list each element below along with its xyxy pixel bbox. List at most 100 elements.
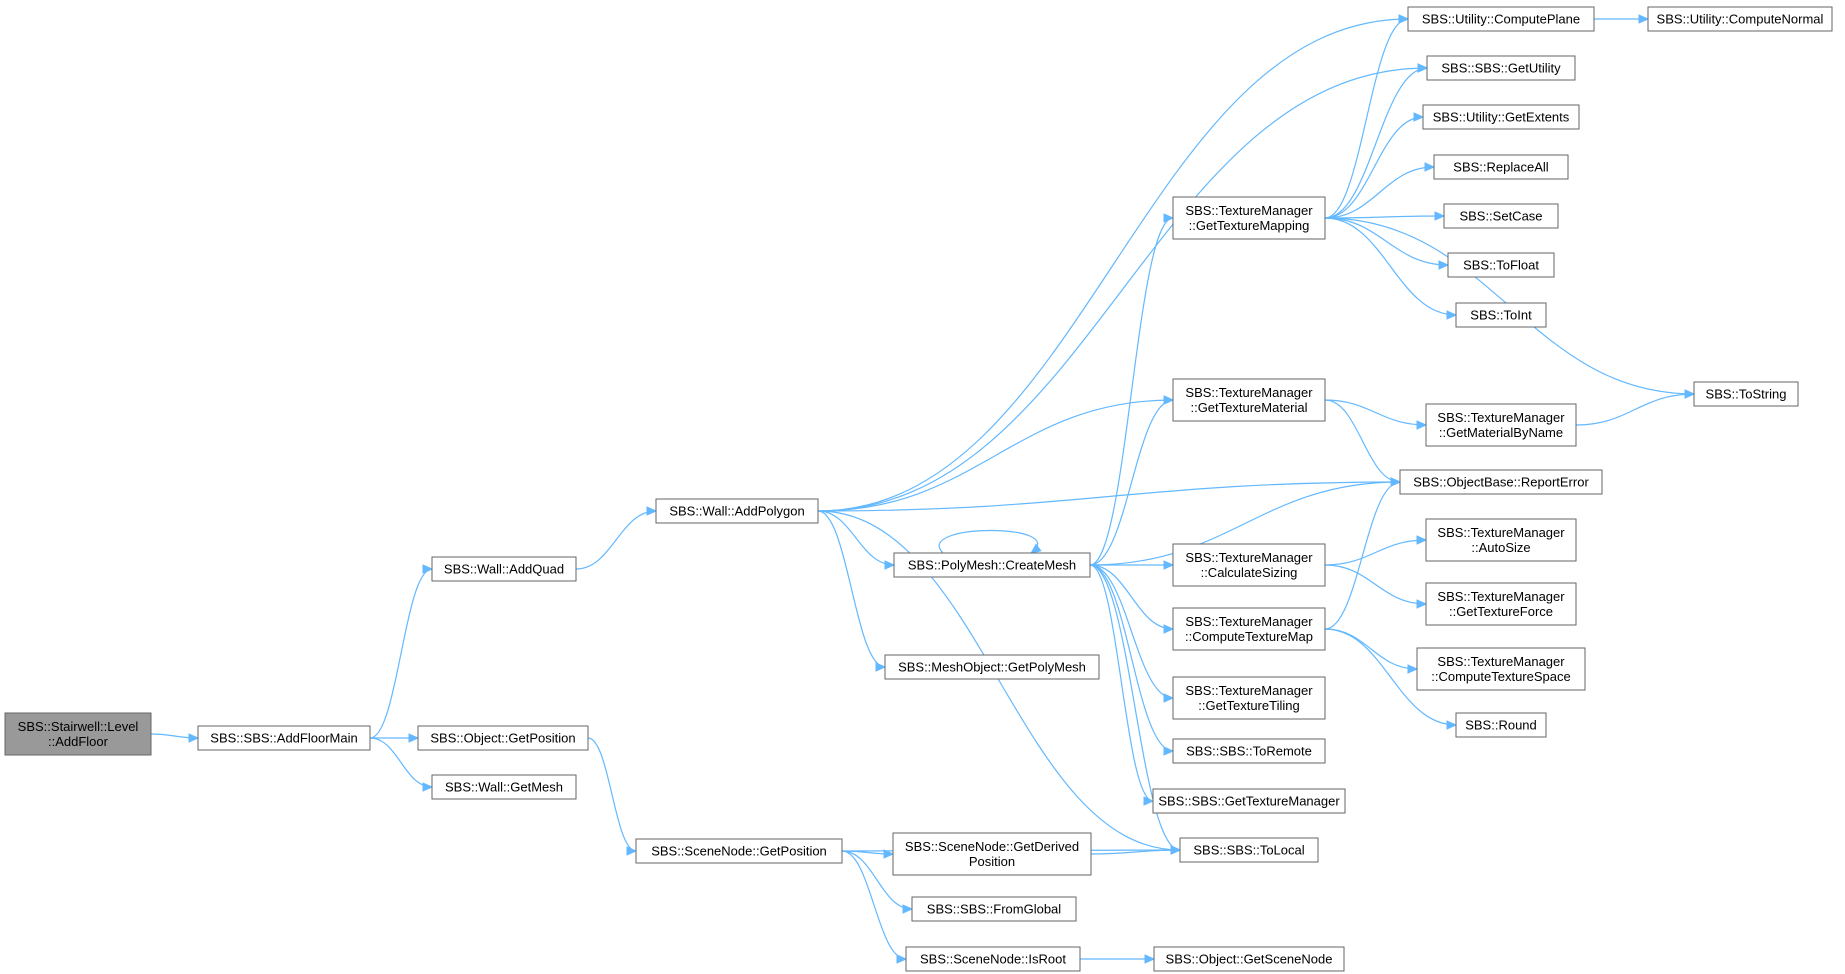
graph-node-n30[interactable]: SBS::ObjectBase::ReportError xyxy=(1399,469,1603,495)
graph-node-n2[interactable]: SBS::SBS::AddFloorMain xyxy=(197,725,371,751)
graph-edge xyxy=(817,510,895,566)
node-label: SBS::ToString xyxy=(1706,387,1787,402)
graph-node-n25[interactable]: SBS::ReplaceAll xyxy=(1433,154,1569,180)
graph-node-n3[interactable]: SBS::Wall::AddQuad xyxy=(431,556,577,582)
graph-node-n11[interactable]: SBS::SBS::FromGlobal xyxy=(911,896,1077,922)
node-label: SBS::TextureManager xyxy=(1185,614,1313,629)
edge-arrowhead xyxy=(422,782,434,792)
graph-node-n5[interactable]: SBS::Wall::GetMesh xyxy=(431,774,577,800)
node-box xyxy=(1172,378,1326,422)
node-box xyxy=(1426,55,1576,81)
graph-node-n29[interactable]: SBS::TextureManager::GetMaterialByName xyxy=(1425,403,1577,447)
node-label: SBS::TextureManager xyxy=(1185,203,1313,218)
edge-arrowhead xyxy=(884,560,896,570)
graph-edge xyxy=(817,510,886,668)
graph-edge xyxy=(1324,628,1457,726)
node-label: SBS::PolyMesh::CreateMesh xyxy=(908,558,1076,573)
edge-arrowhead xyxy=(1407,664,1419,674)
graph-edge xyxy=(817,399,1174,512)
node-label: SBS::Wall::AddPolygon xyxy=(669,504,804,519)
graph-node-n19[interactable]: SBS::SBS::GetTextureManager xyxy=(1152,788,1346,814)
edge-arrowhead xyxy=(1417,63,1429,73)
edge-arrowhead xyxy=(188,733,200,743)
edge-arrowhead xyxy=(1170,845,1182,855)
graph-node-n7[interactable]: SBS::SceneNode::GetPosition xyxy=(635,838,843,864)
node-label: SBS::TextureManager xyxy=(1185,683,1313,698)
graph-node-n26[interactable]: SBS::SetCase xyxy=(1443,203,1559,229)
graph-node-n14[interactable]: SBS::TextureManager::GetTextureMaterial xyxy=(1172,378,1326,422)
graph-edge xyxy=(1575,393,1695,426)
edge-arrowhead xyxy=(1684,389,1696,399)
node-label: SBS::ObjectBase::ReportError xyxy=(1413,475,1589,490)
node-box xyxy=(1172,543,1326,587)
node-label: SBS::Utility::ComputePlane xyxy=(1422,12,1580,27)
graph-edge xyxy=(817,481,1401,512)
node-label: SBS::SBS::ToLocal xyxy=(1193,843,1304,858)
graph-edge xyxy=(587,737,637,852)
graph-edge xyxy=(1089,564,1174,752)
edge-arrowhead xyxy=(1446,310,1458,320)
graph-node-n9[interactable]: SBS::MeshObject::GetPolyMesh xyxy=(884,654,1100,680)
graph-edge xyxy=(1324,628,1418,670)
graph-edge xyxy=(1324,18,1409,219)
graph-edge xyxy=(1089,564,1154,802)
node-label: SBS::Utility::ComputeNormal xyxy=(1657,12,1824,27)
graph-node-n34[interactable]: SBS::Round xyxy=(1455,712,1547,738)
graph-node-n36[interactable]: SBS::ToString xyxy=(1693,381,1799,407)
edge-arrowhead xyxy=(1163,213,1175,223)
graph-node-n27[interactable]: SBS::ToFloat xyxy=(1447,252,1555,278)
node-box xyxy=(1425,582,1577,626)
node-label: SBS::TextureManager xyxy=(1437,589,1565,604)
graph-node-n28[interactable]: SBS::ToInt xyxy=(1455,302,1547,328)
edge-arrowhead xyxy=(1638,14,1650,24)
graph-node-n8[interactable]: SBS::PolyMesh::CreateMesh xyxy=(893,552,1091,578)
graph-node-n17[interactable]: SBS::TextureManager::GetTextureTiling xyxy=(1172,676,1326,720)
graph-node-n16[interactable]: SBS::TextureManager::ComputeTextureMap xyxy=(1172,607,1326,651)
graph-node-n31[interactable]: SBS::TextureManager::AutoSize xyxy=(1425,518,1577,562)
node-box xyxy=(884,654,1100,680)
graph-edge xyxy=(841,850,913,910)
graph-node-n33[interactable]: SBS::TextureManager::ComputeTextureSpace xyxy=(1416,647,1586,691)
graph-edge xyxy=(1089,481,1401,566)
node-label: SBS::TextureManager xyxy=(1437,654,1565,669)
node-box xyxy=(1172,196,1326,240)
node-box xyxy=(1407,6,1595,32)
graph-edge xyxy=(369,568,433,739)
graph-node-n13[interactable]: SBS::TextureManager::GetTextureMapping xyxy=(1172,196,1326,240)
node-box xyxy=(1647,6,1833,32)
graph-node-n23[interactable]: SBS::SBS::GetUtility xyxy=(1426,55,1576,81)
graph-edge xyxy=(1089,564,1181,851)
edge-arrowhead xyxy=(408,733,420,743)
edge-arrowhead xyxy=(1416,599,1428,609)
node-label: Position xyxy=(969,854,1015,869)
node-label: SBS::TextureManager xyxy=(1437,525,1565,540)
graph-node-n6[interactable]: SBS::Wall::AddPolygon xyxy=(655,498,819,524)
graph-node-n35[interactable]: SBS::Utility::ComputeNormal xyxy=(1647,6,1833,32)
node-label: SBS::TextureManager xyxy=(1185,385,1313,400)
edge-arrowhead xyxy=(1030,543,1042,554)
node-box xyxy=(1152,788,1346,814)
graph-edge xyxy=(575,510,657,570)
graph-edge xyxy=(1089,399,1174,566)
node-label: SBS::SBS::FromGlobal xyxy=(927,902,1061,917)
graph-node-n18[interactable]: SBS::SBS::ToRemote xyxy=(1172,738,1326,764)
graph-node-n21[interactable]: SBS::Object::GetSceneNode xyxy=(1153,946,1345,972)
graph-node-n24[interactable]: SBS::Utility::GetExtents xyxy=(1422,104,1580,130)
node-label: SBS::Stairwell::Level xyxy=(18,719,139,734)
graph-edge xyxy=(1324,217,1449,266)
graph-edge xyxy=(1324,539,1427,566)
node-label: SBS::TextureManager xyxy=(1437,410,1565,425)
graph-node-n4[interactable]: SBS::Object::GetPosition xyxy=(417,725,589,751)
graph-node-n15[interactable]: SBS::TextureManager::CalculateSizing xyxy=(1172,543,1326,587)
graph-node-n32[interactable]: SBS::TextureManager::GetTextureForce xyxy=(1425,582,1577,626)
node-box xyxy=(431,556,577,582)
graph-node-n12[interactable]: SBS::SceneNode::IsRoot xyxy=(905,946,1081,972)
graph-node-n22[interactable]: SBS::Utility::ComputePlane xyxy=(1407,6,1595,32)
node-box xyxy=(892,832,1092,876)
graph-node-n20[interactable]: SBS::SBS::ToLocal xyxy=(1179,837,1319,863)
graph-node-n1[interactable]: SBS::Stairwell::Level::AddFloor xyxy=(4,712,152,756)
node-box xyxy=(1447,252,1555,278)
node-label: ::ComputeTextureSpace xyxy=(1431,669,1570,684)
